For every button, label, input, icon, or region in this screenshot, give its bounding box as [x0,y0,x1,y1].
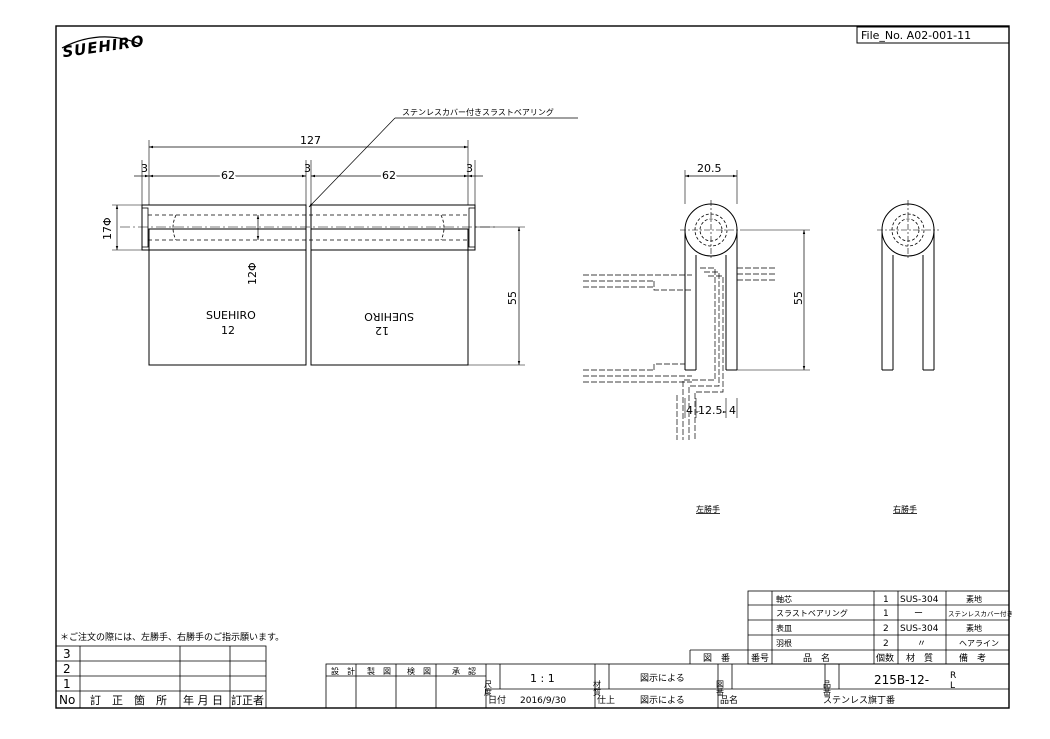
title-date: 2016/9/30 [520,696,566,706]
part-material: SUS-304 [900,624,939,634]
title-drawn-label: 製 図 [367,666,391,676]
part-qty: 2 [883,624,889,634]
label-left-hand: 左勝手 [696,504,720,514]
dim-thk-right: 4 [729,404,736,417]
parts-row: 表皿 2 SUS-304 素地 [776,623,982,634]
dim-leaf-left: 62 [221,169,235,182]
parts-header-no: 番号 [751,652,769,664]
part-name: スラストベアリング [776,608,848,618]
dim-bottom-mid: 12.5 [698,404,723,417]
part-material: ー [914,609,923,619]
dim-thk-left: 4 [686,404,693,417]
dim-height-side: 55 [792,291,805,305]
title-finish-label: 仕上 [597,694,615,706]
dim-height-front: 55 [506,291,519,305]
dim-knuckle-width: 20.5 [697,162,722,175]
revision-row: 3 [63,647,71,661]
dim-gap-left: 3 [141,162,148,175]
part-remark: ヘアライン [959,639,999,648]
title-material-label: 材質 [593,679,602,697]
file-number-box: File_No. A02-001-11 [856,26,1010,44]
dim-leaf-right: 62 [382,169,396,182]
parts-header-qty: 個数 [876,652,894,664]
parts-header-code: 図 番 [703,652,730,664]
title-product-name: ステンレス旗丁番 [823,694,895,706]
engraving-right-size: 12 [375,324,389,337]
part-remark: 素地 [966,623,982,633]
side-view-right [877,200,939,371]
parts-header-remark: 備 考 [959,652,986,664]
leaf-left [148,228,307,366]
front-view [112,117,578,366]
parts-row: 羽根 2 〃 ヘアライン [776,638,999,649]
dim-pin-dia: 17Φ [101,217,114,240]
part-material: 〃 [917,639,926,649]
leaf-right [310,228,469,366]
title-product-suffix-r: R [950,671,956,681]
part-material: SUS-304 [900,595,939,605]
title-approved-label: 承 認 [452,666,476,676]
part-qty: 2 [883,639,889,649]
file-number: File_No. A02-001-11 [861,29,971,42]
engraving-left-size: 12 [221,324,235,337]
title-scale: 1 : 1 [530,672,555,685]
part-remark: 素地 [966,594,982,604]
dim-gap-right: 3 [466,162,473,175]
revision-header-no: No [59,693,75,707]
revision-row: 1 [63,677,71,691]
part-remark: ステンレスカバー付き [948,609,1013,618]
dim-inner-dia: 12Φ [246,262,259,285]
knuckle-left [141,204,307,251]
engraving-right-brand: SUEHIRO [364,310,414,323]
title-date-label: 日付 [488,695,506,706]
title-product-suffix-l: L [950,681,955,691]
knuckle-right [310,204,476,251]
title-block [325,663,1010,709]
title-design-label: 設 計 [331,666,355,676]
title-checked-label: 検 図 [407,666,431,676]
title-material: 図示による [640,673,685,684]
callout-bearing: ステンレスカバー付きスラストベアリング [402,107,554,117]
sheet-border [55,25,1010,709]
parts-header-name: 品 名 [803,652,830,664]
label-right-hand: 右勝手 [893,504,917,514]
part-name: 羽根 [776,638,792,648]
side-view-left [583,170,810,440]
logo-text: SUEHIRO [61,32,145,61]
revision-table [55,645,267,709]
dim-gap-mid: 3 [304,162,311,175]
suehiro-logo: SUEHIRO [61,32,145,61]
revision-header-date: 年 月 日 [183,693,223,707]
title-product-no: 215B-12- [874,673,929,687]
title-scale-label: 尺度 [484,680,493,697]
revision-header-reviser: 訂正者 [231,693,264,707]
title-drawing-no-label: 図番 [716,680,725,697]
parts-header-material: 材 質 [906,652,933,664]
dim-overall: 127 [300,134,321,147]
parts-row: 軸芯 1 SUS-304 素地 [776,594,982,605]
order-note: ＊ご注文の際には、左勝手、右勝手のご指示願います。 [60,631,284,643]
title-product-name-label: 品名 [720,694,738,706]
part-name: 表皿 [776,623,792,633]
part-name: 軸芯 [776,594,792,604]
engraving-left-brand: SUEHIRO [206,309,256,322]
revision-row: 2 [63,662,71,676]
title-finish: 図示による [640,695,685,706]
revision-header-location: 訂 正 箇 所 [90,693,167,707]
part-qty: 1 [883,609,889,619]
parts-row: スラストベアリング 1 ー ステンレスカバー付き [776,608,1013,619]
part-qty: 1 [883,595,889,605]
title-product-no-label: 品番 [823,680,832,697]
